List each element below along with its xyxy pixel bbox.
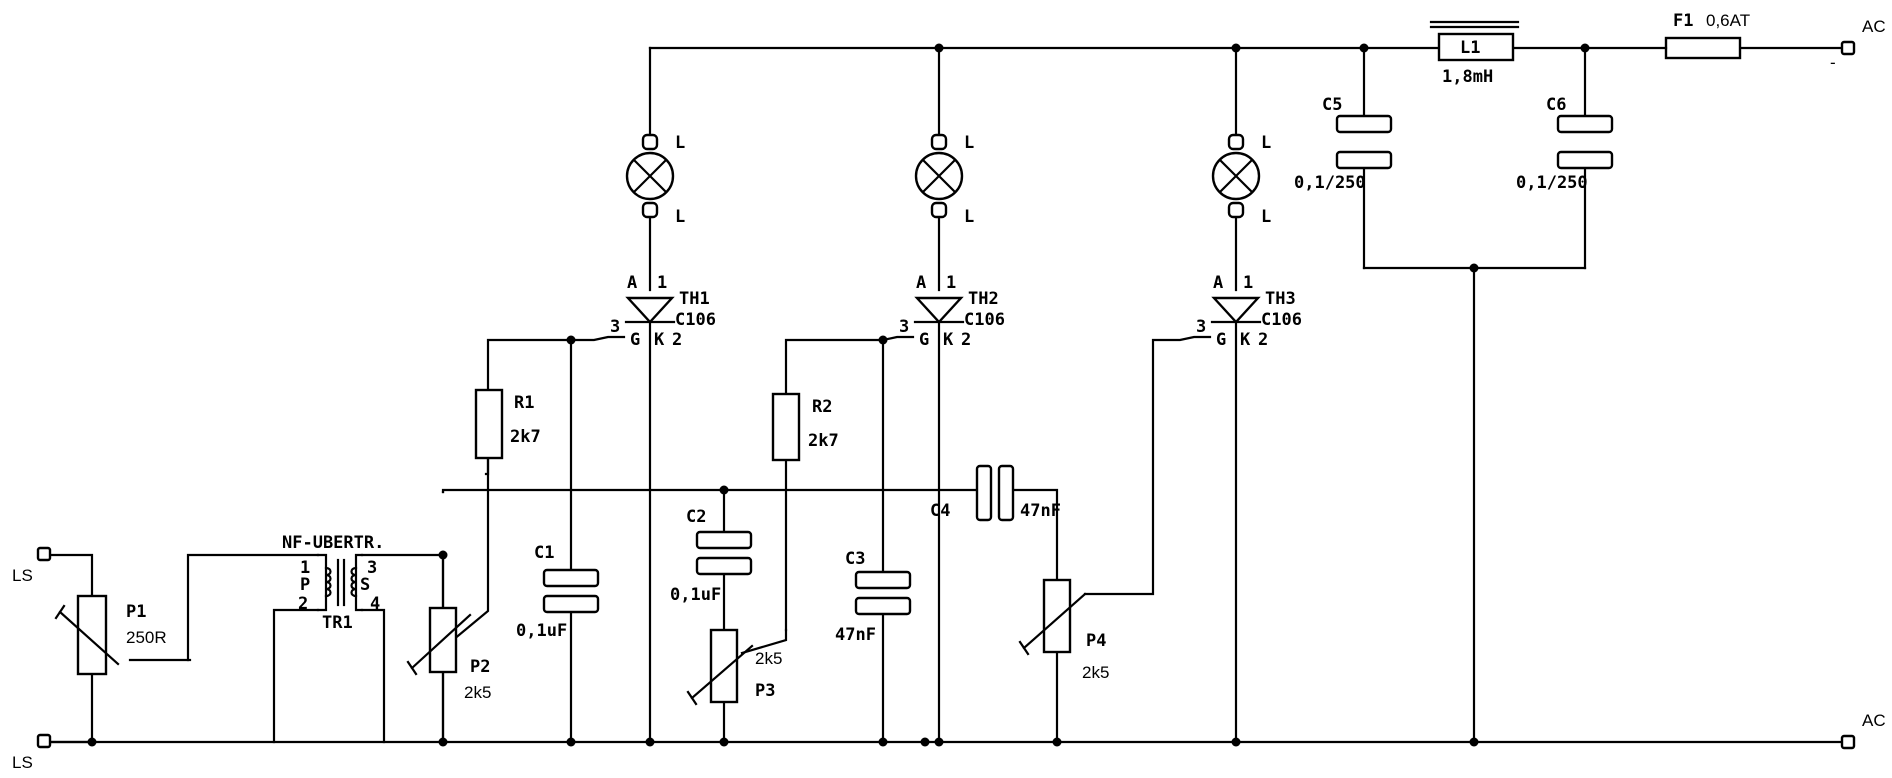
p2-name: P2 bbox=[470, 657, 490, 677]
connector-ls-top: LS bbox=[12, 546, 52, 585]
r2-value: 2k7 bbox=[808, 431, 839, 451]
th3-cathode: K bbox=[1240, 330, 1251, 350]
tr-pin1: 1 bbox=[300, 558, 310, 578]
c5-value: 0,1/250 bbox=[1294, 173, 1366, 193]
l1-value: 1,8mH bbox=[1442, 67, 1493, 87]
lamp-3-top-label: L bbox=[1261, 133, 1271, 153]
thyristor-th3: A 1 TH3 C106 3 G K 2 bbox=[1196, 273, 1302, 350]
c6-name: C6 bbox=[1546, 95, 1566, 115]
th1-anode: A bbox=[627, 273, 637, 293]
th2-name: TH2 bbox=[968, 289, 999, 309]
th3-anode: A bbox=[1213, 273, 1223, 293]
th3-pin-g: 3 bbox=[1196, 317, 1206, 337]
thyristor-th2: A 1 TH2 C106 3 G K 2 bbox=[899, 273, 1005, 350]
tr-secondary: S bbox=[360, 575, 370, 595]
capacitor-c4: C4 47nF bbox=[930, 464, 1061, 522]
tr-pin4: 4 bbox=[370, 594, 380, 614]
c4-value: 47nF bbox=[1020, 501, 1061, 521]
c4-name: C4 bbox=[930, 501, 950, 521]
potentiometer-p1: P1 250R bbox=[54, 594, 167, 676]
ls-top-label: LS bbox=[12, 566, 33, 585]
tr-name: TR1 bbox=[322, 613, 353, 633]
inductor-l1: L1 1,8mH bbox=[1429, 20, 1520, 87]
ac-bottom-label: AC bbox=[1862, 711, 1886, 730]
p1-value: 250R bbox=[126, 628, 167, 647]
c3-name: C3 bbox=[845, 549, 865, 569]
connector-ac-bottom: AC bbox=[1840, 711, 1886, 750]
th2-cathode: K bbox=[943, 330, 954, 350]
lamp-2-top-label: L bbox=[964, 133, 974, 153]
p1-name: P1 bbox=[126, 602, 146, 622]
tr-primary: P bbox=[300, 575, 310, 595]
thyristor-th1: A 1 TH1 C106 3 G K 2 bbox=[610, 273, 716, 350]
c1-name: C1 bbox=[534, 543, 554, 563]
wires bbox=[46, 46, 1844, 744]
th1-pin-k: 2 bbox=[672, 330, 682, 350]
th3-type: C106 bbox=[1261, 310, 1302, 330]
lamp-3-bottom-label: L bbox=[1261, 207, 1271, 227]
ac-top-sign: - bbox=[1830, 53, 1836, 72]
transformer-title: NF-UBERTR. bbox=[282, 533, 384, 553]
ls-bottom-label: LS bbox=[12, 753, 33, 772]
potentiometer-p2: P2 2k5 bbox=[406, 606, 491, 702]
p2-value: 2k5 bbox=[464, 683, 491, 702]
fuse-f1: F1 0,6AT bbox=[1581, 11, 1750, 60]
potentiometer-p3: 2k5 P3 bbox=[686, 628, 782, 706]
resistor-r2: R2 2k7 bbox=[771, 392, 839, 462]
p3-name: P3 bbox=[755, 681, 775, 701]
transformer-tr1: NF-UBERTR. 1 P 2 3 S 4 TR1 bbox=[282, 533, 384, 633]
th1-name: TH1 bbox=[679, 289, 710, 309]
c3-value: 47nF bbox=[835, 625, 876, 645]
c6-value: 0,1/250 bbox=[1516, 173, 1588, 193]
r1-value: 2k7 bbox=[510, 427, 541, 447]
c1-value: 0,1uF bbox=[516, 621, 567, 641]
th3-gate: G bbox=[1216, 330, 1226, 350]
th2-pin-k: 2 bbox=[961, 330, 971, 350]
capacitor-c6: C6 0,1/250 bbox=[1516, 95, 1614, 193]
r1-name: R1 bbox=[514, 393, 534, 413]
connector-ls-bottom: LS bbox=[12, 733, 52, 772]
junctions bbox=[87, 43, 1590, 747]
th1-gate: G bbox=[630, 330, 640, 350]
tr-pin2: 2 bbox=[298, 594, 308, 614]
c2-name: C2 bbox=[686, 507, 706, 527]
th1-type: C106 bbox=[675, 310, 716, 330]
lamp-2-bottom-label: L bbox=[964, 207, 974, 227]
f1-name: F1 bbox=[1673, 11, 1693, 31]
c5-name: C5 bbox=[1322, 95, 1342, 115]
th1-cathode: K bbox=[654, 330, 665, 350]
th2-pin-a: 1 bbox=[946, 273, 956, 293]
p3-value: 2k5 bbox=[755, 649, 782, 668]
lamp-1: L L bbox=[625, 133, 685, 227]
p4-name: P4 bbox=[1086, 631, 1106, 651]
th3-pin-a: 1 bbox=[1243, 273, 1253, 293]
lamp-1-top-label: L bbox=[675, 133, 685, 153]
th1-pin-a: 1 bbox=[657, 273, 667, 293]
r2-name: R2 bbox=[812, 397, 832, 417]
lamp-3: L L bbox=[1211, 133, 1271, 227]
th2-pin-g: 3 bbox=[899, 317, 909, 337]
l1-name: L1 bbox=[1460, 38, 1480, 58]
connector-ac-top: AC - bbox=[1830, 17, 1886, 72]
lamp-1-bottom-label: L bbox=[675, 207, 685, 227]
th2-type: C106 bbox=[964, 310, 1005, 330]
th3-pin-k: 2 bbox=[1258, 330, 1268, 350]
resistor-r1: R1 2k7 bbox=[474, 388, 541, 460]
f1-value: 0,6AT bbox=[1706, 11, 1750, 30]
capacitor-c3: C3 47nF bbox=[835, 549, 912, 645]
tr-pin3: 3 bbox=[367, 558, 377, 578]
capacitor-c1: C1 0,1uF bbox=[516, 543, 600, 641]
ac-top-label: AC bbox=[1862, 17, 1886, 36]
lamp-2: L L bbox=[914, 133, 974, 227]
th2-anode: A bbox=[916, 273, 926, 293]
th2-gate: G bbox=[919, 330, 929, 350]
p4-value: 2k5 bbox=[1082, 663, 1109, 682]
c2-value: 0,1uF bbox=[670, 585, 721, 605]
capacitor-c5: C5 0,1/250 bbox=[1294, 95, 1393, 193]
potentiometer-p4: P4 2k5 bbox=[1018, 578, 1109, 682]
th3-name: TH3 bbox=[1265, 289, 1296, 309]
capacitor-c2: C2 0,1uF bbox=[670, 507, 753, 605]
th1-pin-g: 3 bbox=[610, 317, 620, 337]
